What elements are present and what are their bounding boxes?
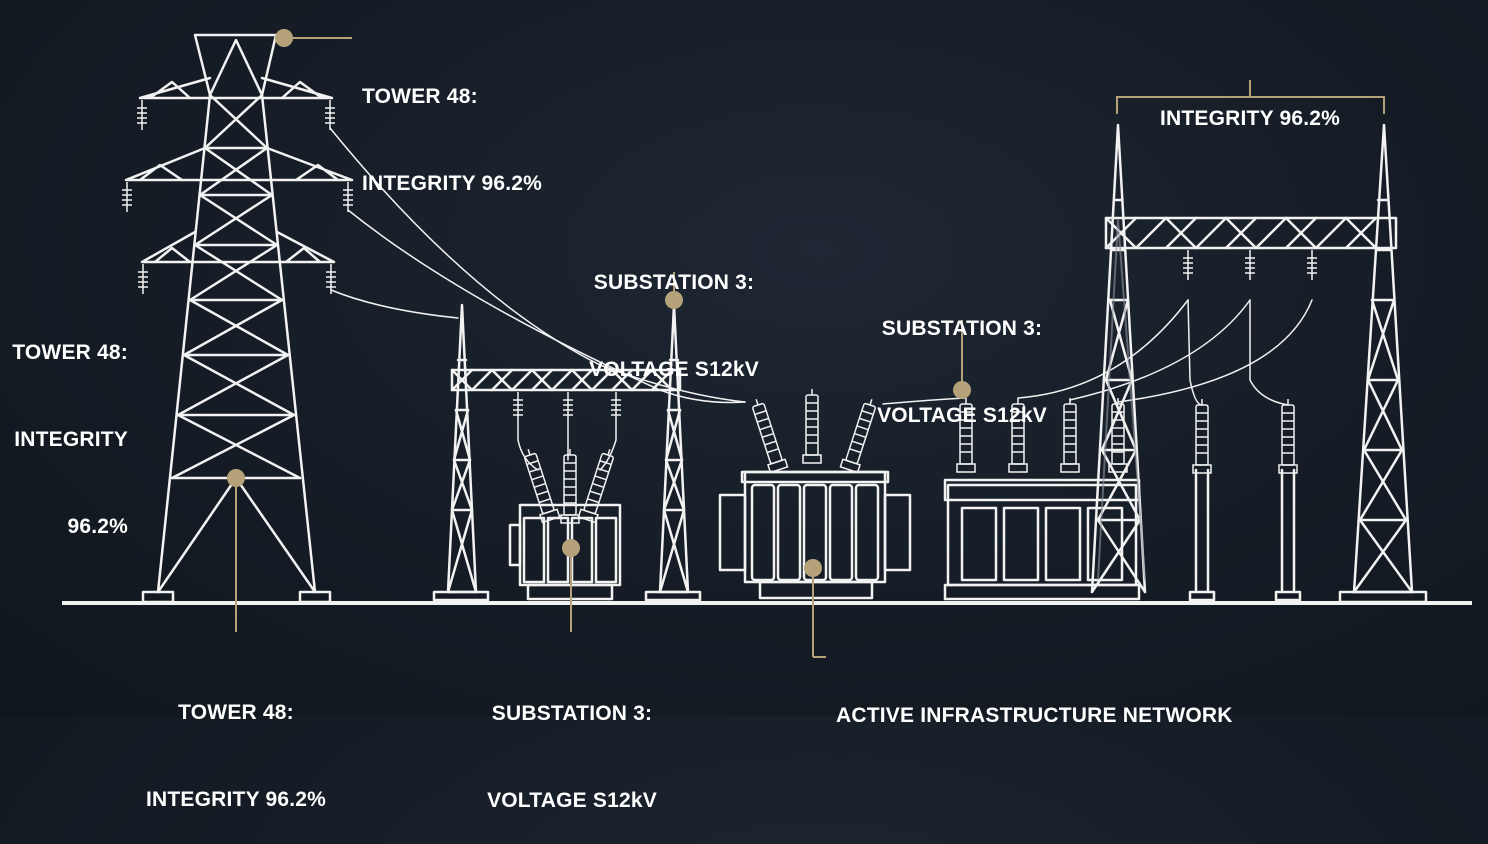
label-line: TOWER 48:	[12, 341, 128, 364]
label-substation-mid: SUBSTATION 3: VOLTAGE S12kV	[862, 256, 1062, 459]
label-gantry-top: INTEGRITY 96.2%	[1140, 46, 1360, 162]
label-tower-bottom: TOWER 48: INTEGRITY 96.2%	[136, 640, 336, 843]
label-tower-top: TOWER 48: INTEGRITY 96.2%	[362, 24, 542, 227]
label-line: VOLTAGE S12kV	[589, 358, 759, 381]
label-line: SUBSTATION 3:	[881, 317, 1043, 340]
callout-leaders	[235, 37, 1385, 658]
label-line: SUBSTATION 3:	[491, 702, 653, 725]
switchgear	[943, 478, 1141, 601]
label-line: INTEGRITY 96.2%	[1159, 107, 1340, 130]
label-line: VOLTAGE S12kV	[487, 789, 657, 812]
label-tower-left: TOWER 48: INTEGRITY 96.2%	[0, 280, 128, 570]
label-line: TOWER 48:	[178, 701, 294, 724]
main-transformer	[718, 470, 912, 600]
label-line: VOLTAGE S12kV	[877, 404, 1047, 427]
label-network: ACTIVE INFRASTRUCTURE NETWORK	[836, 643, 1233, 759]
label-line: INTEGRITY	[14, 428, 128, 451]
substation-gantry-right	[1090, 123, 1428, 604]
conductor-lines	[329, 127, 1313, 406]
infrastructure-diagram: TOWER 48: INTEGRITY 96.2% TOWER 48: INTE…	[0, 24, 1472, 658]
callout-dots	[227, 29, 971, 577]
transmission-tower	[124, 33, 354, 604]
label-line: INTEGRITY 96.2%	[362, 172, 543, 195]
diagram-drawing	[62, 29, 1472, 658]
label-substation-bottom: SUBSTATION 3: VOLTAGE S12kV	[472, 641, 672, 844]
label-line: SUBSTATION 3:	[593, 271, 755, 294]
substation-gantry-left	[432, 303, 702, 602]
label-line: TOWER 48:	[362, 85, 478, 108]
label-substation-top: SUBSTATION 3: VOLTAGE S12kV	[574, 210, 774, 413]
label-line: 96.2%	[67, 515, 128, 538]
label-line: INTEGRITY 96.2%	[145, 788, 326, 811]
